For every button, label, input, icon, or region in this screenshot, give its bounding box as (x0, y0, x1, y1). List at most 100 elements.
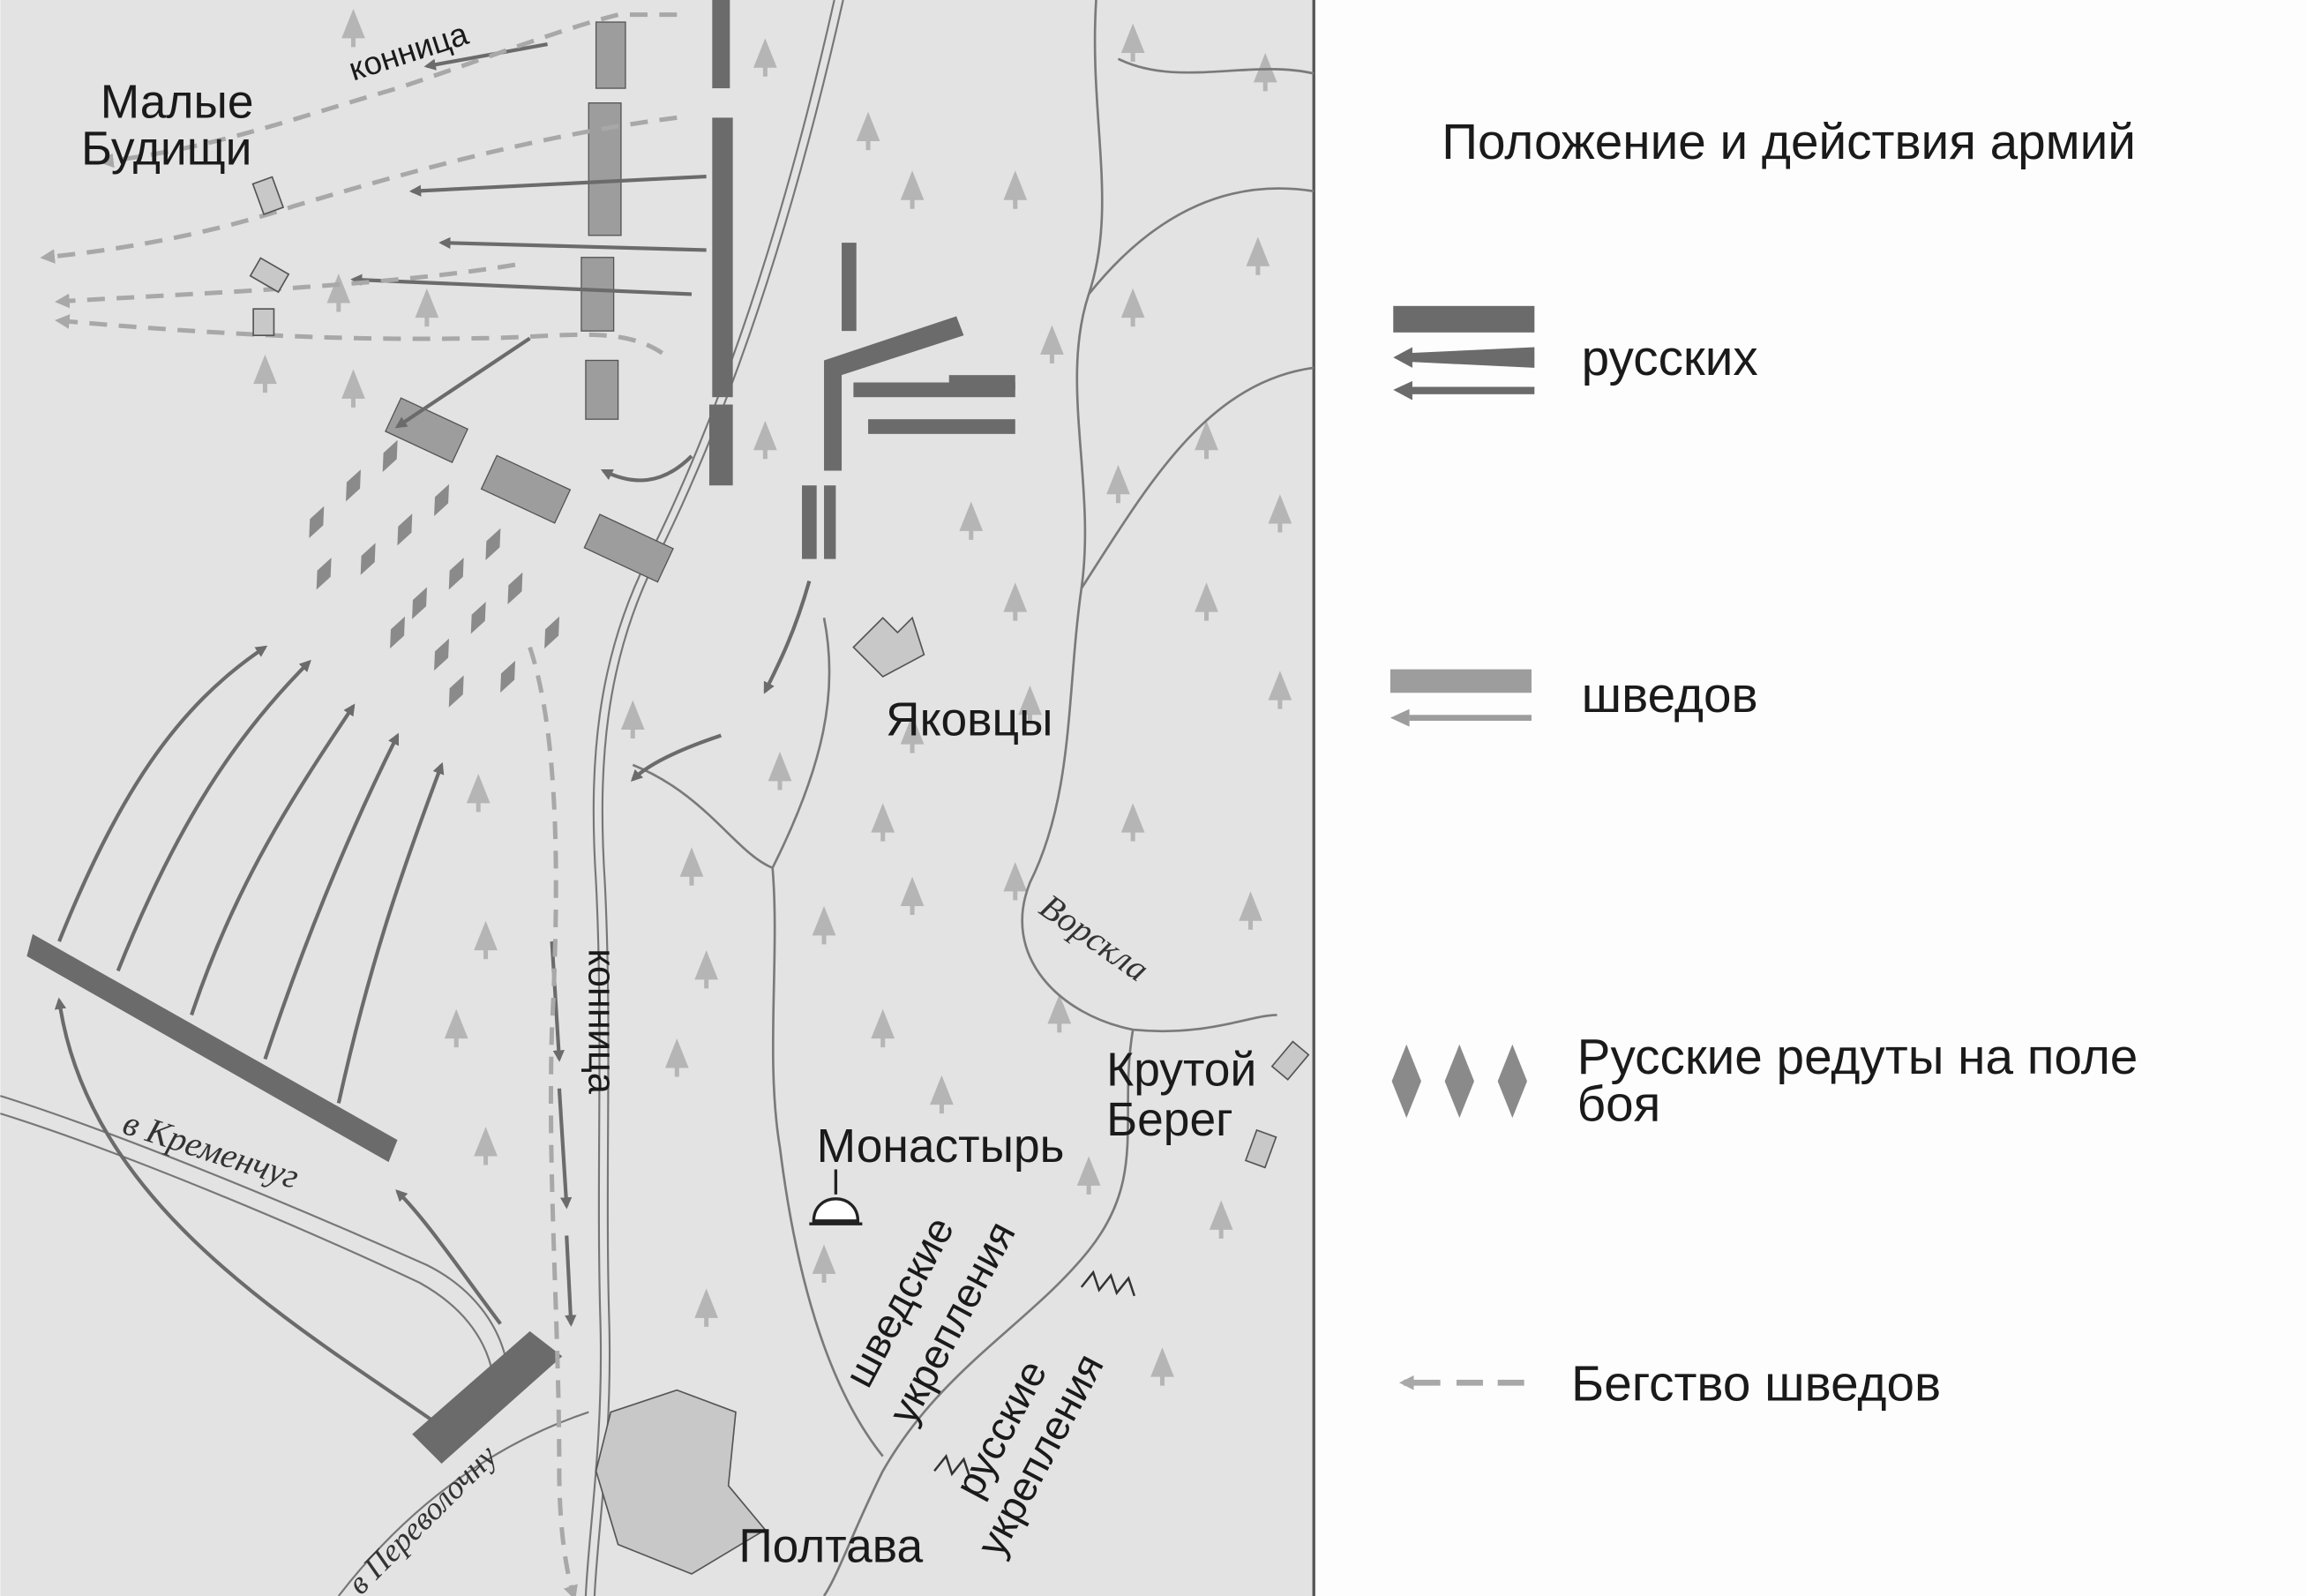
tree-icon (415, 288, 439, 327)
tree-icon (1150, 1347, 1174, 1386)
russian-arrow (336, 761, 445, 1104)
stream-north (771, 617, 831, 869)
roads (0, 0, 844, 1596)
legend-label-russian: русских (1582, 331, 1758, 386)
rivers (632, 0, 1315, 1596)
tree-icon (900, 715, 925, 753)
russian-arrow (54, 997, 443, 1428)
swedish-block (480, 454, 572, 524)
label-monastery: Монастырь (817, 1120, 1065, 1173)
russian-forces (26, 0, 1015, 1464)
swedish-fortification-line (1080, 1270, 1136, 1297)
swedish-column (585, 359, 619, 420)
tree-icon (694, 1288, 718, 1327)
legend-label-retreat: Бегство шведов (1571, 1356, 1941, 1412)
legend-russian-symbol (1393, 305, 1535, 401)
russian-arrow (630, 733, 722, 783)
redoubt (485, 528, 501, 561)
redoubt (360, 543, 376, 575)
russian-camp-1 (842, 243, 857, 332)
swedish-retreat-arrows (40, 12, 678, 1596)
retreat-arrow (55, 314, 664, 356)
tree-icon (959, 501, 984, 540)
redoubt (434, 483, 449, 517)
tree-icon (664, 1038, 689, 1077)
russian-arrow (408, 174, 707, 197)
monastery-icon (809, 1169, 863, 1225)
tree-icon (1018, 685, 1042, 724)
russian-fortified-camp (412, 1330, 563, 1464)
russian-arrow (557, 1088, 573, 1210)
label-yakovtsy: Яковцы (886, 694, 1052, 746)
tree-icon (753, 420, 777, 460)
tree-icon (253, 354, 277, 393)
tree-icon (1076, 1156, 1101, 1195)
redoubt (316, 558, 332, 590)
redoubt (382, 439, 398, 472)
redoubt (544, 616, 560, 649)
redoubt (448, 675, 464, 708)
russian-arrow (190, 703, 356, 1016)
tree-icon (1003, 170, 1028, 209)
tree-icon (1239, 891, 1262, 930)
tree-icon (1106, 464, 1130, 504)
building (249, 257, 290, 294)
redoubt (507, 572, 523, 605)
road-main-edge (593, 0, 844, 1596)
stream-east-2 (1080, 366, 1315, 589)
swedish-column (588, 102, 622, 236)
swedish-forces (385, 21, 674, 583)
poltava-town (595, 1389, 767, 1575)
legend-swedish-symbol (1389, 669, 1532, 727)
label-cavalry-road: конница (580, 948, 622, 1094)
tree-icon (1003, 582, 1028, 621)
tree-icon (1120, 288, 1145, 327)
russian-line-1 (712, 0, 730, 89)
russian-camp-5 (948, 375, 1015, 390)
tree-icon (900, 170, 925, 209)
russian-arrow (565, 1235, 577, 1327)
redoubt (309, 506, 325, 539)
tree-icon (444, 1008, 468, 1048)
tree-icon (1209, 1200, 1233, 1239)
fortification-lines (933, 1270, 1136, 1478)
tree-icon (1246, 236, 1270, 275)
label-krutoy-bereg: Берег (1106, 1094, 1232, 1146)
redoubt (500, 660, 516, 693)
tree-icon (1268, 494, 1292, 533)
russian-arrow (116, 659, 311, 972)
stream-yakovtsy (632, 763, 884, 1457)
russian-arrow (57, 645, 268, 942)
legend: Положение и действия армий русских шведо… (1389, 115, 2138, 1412)
legend-title: Положение и действия армий (1442, 115, 2136, 170)
russian-arrow (550, 940, 565, 1062)
building (1270, 1040, 1310, 1081)
redoubt (448, 558, 464, 590)
redoubt (470, 602, 486, 634)
swedish-column (595, 21, 626, 89)
redoubt (412, 587, 427, 619)
russian-arrow (395, 1189, 502, 1325)
russian-camp-7 (824, 485, 836, 559)
tree-icon (679, 847, 704, 886)
building (252, 308, 275, 336)
stream-east-1 (1088, 187, 1315, 296)
tree-icon (341, 9, 365, 48)
tree-icon (812, 1244, 836, 1283)
redoubt (397, 513, 413, 546)
swedish-block (385, 397, 468, 463)
russian-arrow (394, 336, 531, 429)
tree-icon (1195, 420, 1218, 460)
label-malye-budishchi: Будищи (81, 124, 251, 176)
redoubt (434, 638, 449, 671)
river-vorskla-lower (822, 1029, 1135, 1596)
legend-redoubt-symbol (1391, 1044, 1527, 1119)
redoubts (309, 439, 560, 708)
russian-arrow (423, 41, 548, 71)
tree-icon (326, 273, 351, 312)
russian-arrow (350, 273, 693, 296)
tree-icon (466, 773, 491, 813)
stream-east-3 (1117, 57, 1315, 75)
